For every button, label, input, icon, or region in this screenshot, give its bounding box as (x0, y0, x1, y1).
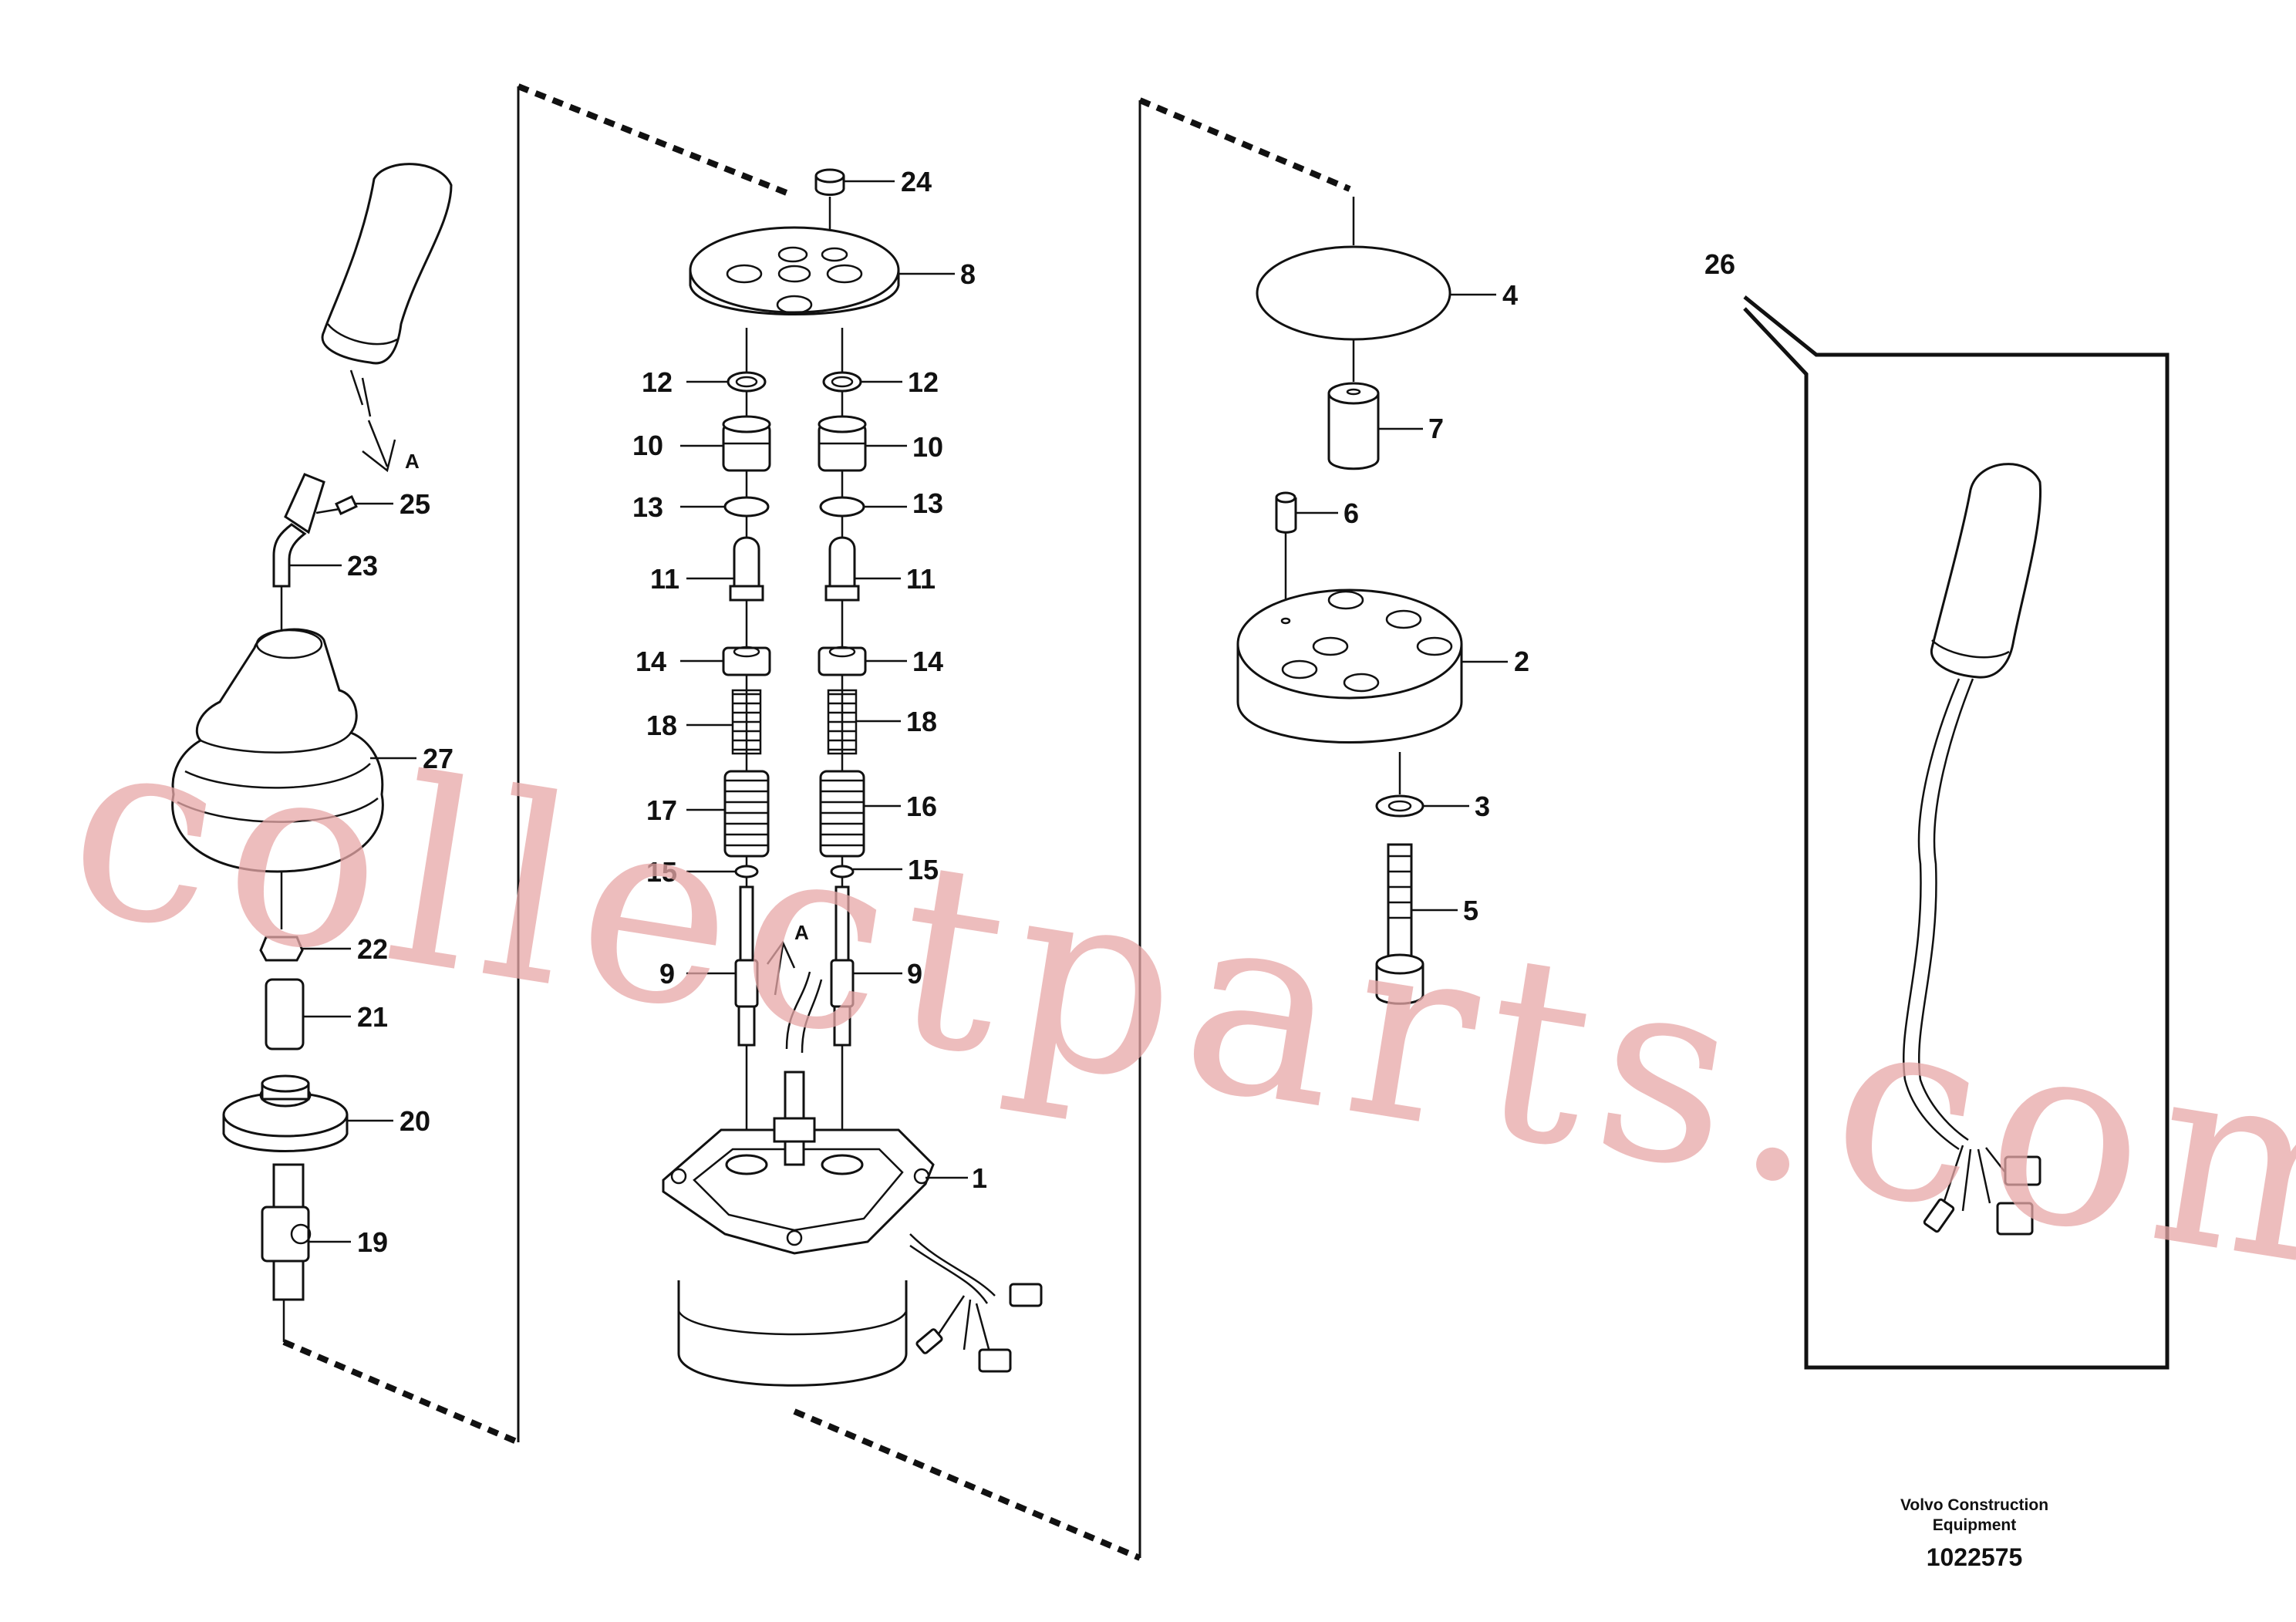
part-9-right-pusher (830, 885, 855, 1047)
label-part-6: 6 (1344, 497, 1359, 529)
part-11-right-plunger (824, 536, 860, 602)
label-part-2: 2 (1514, 646, 1529, 677)
label-part-14-left: 14 (636, 646, 666, 677)
part-7-spacer (1327, 382, 1380, 470)
part-26-detail-frame (1743, 295, 2170, 1370)
part-10-left-guide (722, 415, 771, 472)
part-12-right-seal (822, 371, 862, 393)
label-part-9-left: 9 (659, 958, 675, 990)
part-4-disc (1256, 245, 1451, 341)
title-block: Volvo Construction Equipment 1022575 (1900, 1496, 2048, 1571)
label-part-10-right: 10 (912, 431, 943, 463)
part-8-top-plate (689, 226, 900, 315)
label-part-15-right: 15 (908, 854, 939, 885)
part-10-right-guide (818, 415, 867, 472)
part-13-right-oring (819, 496, 865, 518)
part-6-pin (1275, 491, 1297, 534)
part-1-valve-body (662, 971, 1043, 1387)
label-part-11-right: 11 (906, 563, 936, 595)
part-13-left-oring (723, 496, 770, 518)
label-part-14-right: 14 (912, 646, 943, 677)
label-part-10-left: 10 (632, 430, 663, 461)
label-part-13-left: 13 (632, 491, 663, 523)
brand-line-2: Equipment (1933, 1516, 2017, 1534)
label-part-4: 4 (1502, 279, 1518, 311)
part-3-washer (1375, 794, 1424, 818)
part-14-left-seat (722, 646, 771, 676)
frame-middle-right (1138, 97, 1351, 1558)
part-9-left-pusher (734, 885, 759, 1047)
document-number: 1022575 (1927, 1543, 2023, 1571)
part-5-bolt (1375, 843, 1424, 1005)
part-11-left-plunger (729, 536, 764, 602)
part-2-base-block (1236, 588, 1463, 744)
part-22-nut (259, 936, 304, 962)
label-part-18-left: 18 (646, 710, 677, 741)
label-part-13-right: 13 (912, 487, 943, 519)
label-part-12-right: 12 (908, 366, 939, 398)
part-15-right-washer (830, 865, 855, 878)
part-20-base-plate (222, 1074, 349, 1152)
label-part-8: 8 (960, 258, 976, 290)
part-25-sleeve (284, 473, 358, 534)
frame-left-middle (282, 83, 1141, 1561)
label-part-18-right: 18 (906, 706, 937, 737)
part-26-handle-harness (1902, 463, 2042, 1236)
label-part-20: 20 (400, 1105, 430, 1137)
part-17-left-outer-spring (723, 770, 770, 858)
label-part-27: 27 (423, 743, 453, 774)
label-part-5: 5 (1463, 895, 1478, 926)
label-part-3: 3 (1475, 791, 1490, 822)
label-part-24: 24 (901, 166, 932, 197)
part-12-left-seal (727, 371, 767, 393)
part-18-left-inner-spring (731, 689, 762, 755)
part-labels: 1 2 3 4 5 6 7 8 9 9 10 10 11 11 12 12 13… (347, 166, 1735, 1258)
handle-grip (321, 163, 453, 417)
label-part-21: 21 (357, 1001, 388, 1033)
view-marker-a-top: A (362, 420, 420, 473)
label-part-12-left: 12 (642, 366, 673, 398)
view-marker-label: A (405, 450, 420, 473)
watermark-text: collectparts.com (52, 673, 2296, 1336)
label-part-26: 26 (1704, 248, 1735, 280)
view-marker-label: A (794, 921, 809, 944)
view-marker-a-middle: A (766, 921, 809, 996)
label-part-9-right: 9 (907, 958, 922, 990)
label-part-11-left: 11 (650, 563, 679, 595)
part-14-right-seat (818, 646, 867, 676)
part-23-bent-rod (272, 523, 307, 588)
label-part-15-left: 15 (646, 856, 677, 888)
label-part-16: 16 (906, 791, 937, 822)
brand-line-1: Volvo Construction (1900, 1496, 2048, 1514)
label-part-23: 23 (347, 550, 378, 582)
leader-lines (289, 180, 1508, 1243)
label-part-19: 19 (357, 1226, 388, 1258)
part-27-rubber-boot (171, 628, 384, 873)
label-part-22: 22 (357, 933, 388, 965)
part-19-universal-joint (261, 1163, 312, 1301)
part-21-sleeve (265, 978, 305, 1050)
part-16-right-outer-spring (819, 770, 865, 858)
label-part-7: 7 (1428, 413, 1444, 444)
part-24-plug (814, 168, 845, 196)
label-part-25: 25 (400, 488, 430, 520)
label-part-1: 1 (972, 1162, 987, 1194)
label-part-17: 17 (646, 794, 677, 826)
